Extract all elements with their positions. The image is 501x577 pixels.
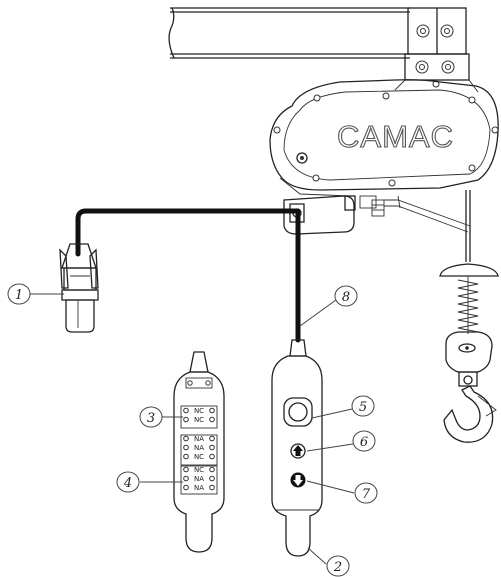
- callout-6: 6: [352, 430, 376, 452]
- screw-icon: [209, 466, 215, 473]
- terminal-label: NC: [194, 466, 204, 474]
- terminal-label: NC: [194, 407, 204, 415]
- terminal-row: NA: [183, 475, 215, 483]
- arrow-down-icon: [293, 475, 303, 486]
- callout-6-label: 6: [360, 435, 368, 450]
- callout-2-label: 2: [333, 560, 342, 575]
- screw-icon: [183, 444, 189, 451]
- callout-5: 5: [351, 395, 375, 417]
- terminal-row: NC: [183, 407, 215, 415]
- terminal-label: NA: [194, 484, 204, 492]
- callout-5-label: 5: [359, 400, 367, 415]
- callout-3-label: 3: [147, 411, 155, 426]
- screw-icon: [183, 484, 189, 491]
- callout-8-label: 8: [342, 290, 350, 305]
- pendant-controller: [271, 339, 323, 557]
- screw-icon: [183, 453, 189, 460]
- screw-icon: [183, 435, 189, 442]
- terminal-row: NA: [183, 444, 215, 452]
- terminal-row: NA: [183, 435, 215, 443]
- terminal-label: NA: [194, 444, 204, 452]
- screw-icon: [209, 435, 215, 442]
- screw-icon: [183, 475, 189, 482]
- terminal-row: NA: [183, 484, 215, 492]
- arrow-up-icon: [293, 445, 303, 456]
- plug: [59, 243, 99, 333]
- terminal-label: NA: [194, 435, 204, 443]
- screw-icon: [209, 453, 215, 460]
- terminal-group-c: [180, 465, 218, 495]
- supply-cable: [75, 208, 301, 257]
- brand-label: CAMAC: [337, 119, 454, 154]
- callout-1: 1: [7, 283, 31, 305]
- callout-1-label: 1: [15, 288, 23, 303]
- terminal-label: NA: [194, 475, 204, 483]
- terminal-group-b: [180, 434, 218, 466]
- overhead-beam: [168, 7, 410, 59]
- callout-8: 8: [334, 285, 358, 307]
- hoist-body: CAMAC: [269, 79, 499, 197]
- up-button[interactable]: [290, 443, 306, 459]
- screw-icon: [209, 484, 215, 491]
- terminal-label: NC: [194, 453, 204, 461]
- stop-button[interactable]: [283, 397, 313, 427]
- screw-icon: [209, 444, 215, 451]
- screw-icon: [209, 475, 215, 482]
- down-button[interactable]: [290, 472, 306, 488]
- terminal-row: NC: [183, 453, 215, 461]
- screw-icon: [209, 407, 215, 414]
- callout-2: 2: [326, 555, 350, 577]
- callout-lines: [30, 293, 355, 565]
- junction-box: [283, 195, 356, 235]
- screw-icon: [183, 466, 189, 473]
- callout-7: 7: [354, 482, 378, 504]
- terminal-row: NC: [183, 416, 215, 424]
- screw-icon: [209, 416, 215, 423]
- screw-icon: [183, 407, 189, 414]
- terminal-row: NC: [183, 466, 215, 474]
- callout-4-label: 4: [123, 476, 132, 491]
- callout-7-label: 7: [362, 487, 371, 502]
- hook-assembly: [439, 190, 499, 443]
- trolley: [394, 7, 479, 93]
- callout-4: 4: [116, 471, 140, 493]
- terminal-label: NC: [194, 416, 204, 424]
- callout-3: 3: [139, 406, 163, 428]
- screw-icon: [183, 416, 189, 423]
- limit-switch: [359, 195, 471, 233]
